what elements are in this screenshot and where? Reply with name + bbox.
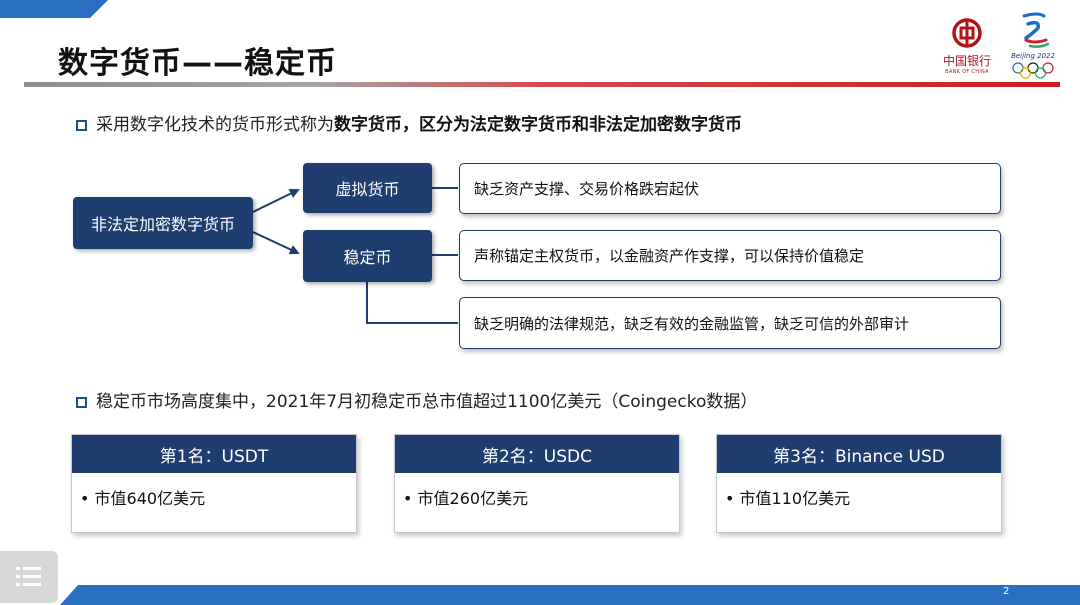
square-bullet-icon bbox=[76, 397, 87, 408]
bank-of-china-logo: 中国银行 BANK OF CHINA bbox=[936, 14, 998, 78]
rank-card-3: 第3名：Binance USD • 市值110亿美元 bbox=[716, 434, 1002, 533]
rank-card-2: 第2名：USDC • 市值260亿美元 bbox=[394, 434, 680, 533]
arrow-to-virtual bbox=[252, 189, 300, 213]
bottom-decor-band bbox=[60, 585, 1080, 605]
desc-virtual-currency: 缺乏资产支撑、交易价格跌宕起伏 bbox=[459, 163, 1001, 214]
rank-card-value: • 市值260亿美元 bbox=[403, 489, 529, 508]
beijing-2022-text: Beijing 2022 bbox=[1011, 52, 1055, 60]
page-number: 2 bbox=[1003, 586, 1010, 597]
line-stable-risk bbox=[366, 282, 458, 324]
slide-title: 数字货币——稳定币 bbox=[58, 46, 337, 81]
beijing-emblem-icon bbox=[1022, 12, 1050, 48]
rank-card-title: 第2名：USDC bbox=[395, 435, 679, 473]
rank-card-1: 第1名：USDT • 市值640亿美元 bbox=[71, 434, 357, 533]
title-underline bbox=[24, 82, 1060, 87]
rank-card-value: • 市值640亿美元 bbox=[80, 489, 206, 508]
node-stablecoin: 稳定币 bbox=[303, 230, 432, 282]
rank-card-title: 第1名：USDT bbox=[72, 435, 356, 473]
menu-list-icon bbox=[16, 567, 41, 586]
node-non-legal-crypto: 非法定加密数字货币 bbox=[73, 197, 253, 249]
beijing-2022-logo: Beijing 2022 bbox=[1004, 10, 1062, 82]
top-decor-band bbox=[0, 0, 108, 18]
slide-menu-button[interactable] bbox=[0, 551, 58, 603]
rank-card-value: • 市值110亿美元 bbox=[725, 489, 851, 508]
square-bullet-icon bbox=[76, 120, 87, 131]
desc-stablecoin-claim: 声称锚定主权货币，以金融资产作支撑，可以保持价值稳定 bbox=[459, 230, 1001, 281]
olympic-rings-icon bbox=[1012, 62, 1054, 79]
bullet-stablecoin-market: 稳定币市场高度集中，2021年7月初稳定币总市值超过1100亿美元（Coinge… bbox=[76, 387, 757, 412]
boc-chinese-name: 中国银行 bbox=[942, 54, 991, 68]
bullet-digital-currency: 采用数字化技术的货币形式称为数字货币，区分为法定数字货币和非法定加密数字货币 bbox=[76, 110, 742, 135]
bullet-text-market: 稳定币市场高度集中，2021年7月初稳定币总市值超过1100亿美元（Coinge… bbox=[96, 392, 758, 412]
bullet-text-bold: 数字货币，区分为法定数字货币和非法定加密数字货币 bbox=[334, 115, 742, 135]
bullet-text-prefix: 采用数字化技术的货币形式称为 bbox=[96, 115, 334, 135]
desc-stablecoin-risk: 缺乏明确的法律规范，缺乏有效的金融监管，缺乏可信的外部审计 bbox=[459, 297, 1001, 349]
node-virtual-currency: 虚拟货币 bbox=[303, 163, 432, 213]
arrow-to-stable bbox=[252, 231, 300, 255]
boc-english-name: BANK OF CHINA bbox=[945, 69, 989, 75]
boc-emblem-icon bbox=[952, 18, 982, 48]
rank-card-title: 第3名：Binance USD bbox=[717, 435, 1001, 473]
